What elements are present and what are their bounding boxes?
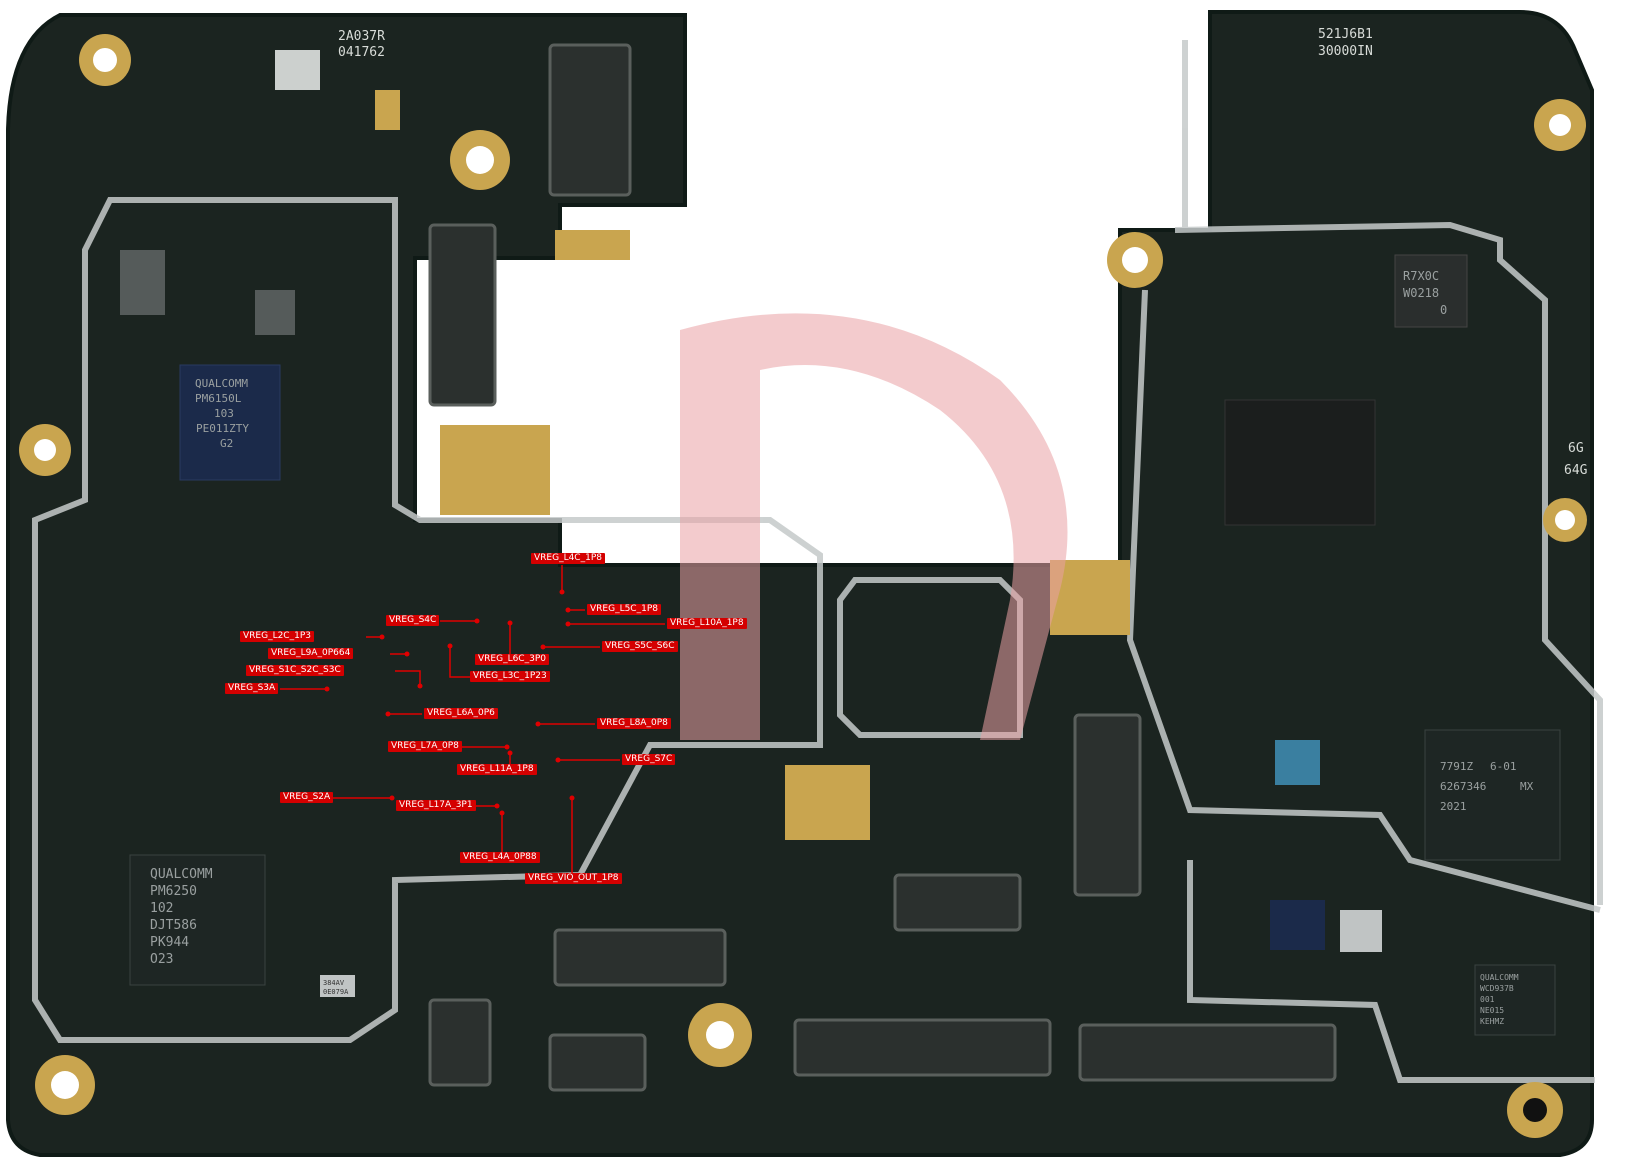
svg-text:102: 102 <box>150 901 173 916</box>
svg-text:DJT586: DJT586 <box>150 918 197 933</box>
integrated-circuits <box>120 50 1561 1036</box>
rail-label: VREG_S3A <box>225 683 279 694</box>
svg-text:QUALCOMM: QUALCOMM <box>150 867 213 882</box>
svg-text:2A037R: 2A037R <box>338 29 385 44</box>
shield-frames <box>32 40 1603 1083</box>
svg-text:O23: O23 <box>150 952 173 967</box>
rail-label: VREG_L10A_1P8 <box>667 618 747 629</box>
svg-text:W0218: W0218 <box>1403 286 1439 300</box>
svg-text:NE015: NE015 <box>1480 1006 1504 1015</box>
svg-text:521J6B1: 521J6B1 <box>1318 27 1373 42</box>
transceiver-marking: 7791Z 6-01 6267346 MX 2021 <box>1440 760 1534 813</box>
rail-label: VREG_VIO_OUT_1P8 <box>525 873 622 884</box>
svg-text:001: 001 <box>1480 995 1495 1004</box>
svg-text:QUALCOMM: QUALCOMM <box>195 377 248 390</box>
svg-text:PM6250: PM6250 <box>150 884 197 899</box>
svg-text:103: 103 <box>214 407 234 420</box>
silkscreen-text: 2A037R 041762 521J6B1 30000IN 6G 64G <box>338 27 1588 478</box>
rail-label: VREG_L6A_0P6 <box>424 708 498 719</box>
watermark-logo <box>680 313 1068 740</box>
rail-label: VREG_S5C_S6C <box>602 641 678 652</box>
pmic-bottom-marking: QUALCOMM PM6250 102 DJT586 PK944 O23 <box>150 867 213 967</box>
rail-label: VREG_L2C_1P3 <box>240 631 314 642</box>
rf-chip-marking: R7X0C W0218 0 <box>1403 269 1447 317</box>
pmic-top-marking: QUALCOMM PM6150L 103 PE011ZTY G2 <box>195 377 249 450</box>
rail-label: VREG_S7C <box>622 754 676 765</box>
svg-text:PM6150L: PM6150L <box>195 392 242 405</box>
rail-label: VREG_L5C_1P8 <box>587 604 661 615</box>
svg-text:R7X0C: R7X0C <box>1403 269 1439 283</box>
qualcomm-small-marking: QUALCOMM WCD937B 001 NE015 KEHMZ <box>1480 973 1519 1026</box>
rail-label: VREG_L9A_0P664 <box>268 648 354 659</box>
svg-text:6G: 6G <box>1568 441 1584 456</box>
svg-text:QUALCOMM: QUALCOMM <box>1480 973 1519 982</box>
rail-label: VREG_S2A <box>280 792 334 803</box>
svg-text:MX: MX <box>1520 780 1534 793</box>
svg-text:0: 0 <box>1440 303 1447 317</box>
copper-pads <box>440 230 1130 840</box>
rail-label: VREG_L3C_1P23 <box>470 671 550 682</box>
svg-text:30000IN: 30000IN <box>1318 44 1373 59</box>
svg-text:384AV: 384AV <box>323 979 345 987</box>
svg-text:6267346: 6267346 <box>1440 780 1486 793</box>
rail-label: VREG_L8A_0P8 <box>597 718 671 729</box>
board-connectors <box>428 43 1337 1092</box>
svg-text:PE011ZTY: PE011ZTY <box>196 422 249 435</box>
crystal-marking: 384AV 0E079A <box>323 979 349 996</box>
svg-text:2021: 2021 <box>1440 800 1467 813</box>
mounting-holes <box>19 34 1587 1138</box>
svg-text:KEHMZ: KEHMZ <box>1480 1017 1504 1026</box>
svg-text:G2: G2 <box>220 437 233 450</box>
rail-label: VREG_L11A_1P8 <box>457 764 537 775</box>
svg-text:PK944: PK944 <box>150 935 189 950</box>
rail-label: VREG_L6C_3P0 <box>475 654 549 665</box>
svg-text:WCD937B: WCD937B <box>1480 984 1514 993</box>
rail-label: VREG_S1C_S2C_S3C <box>246 665 344 676</box>
pcb-substrate <box>6 10 1594 1157</box>
rail-label: VREG_S4C <box>386 615 440 626</box>
rail-label: VREG_L4C_1P8 <box>531 553 605 564</box>
svg-text:64G: 64G <box>1564 463 1588 478</box>
test-points <box>324 589 575 816</box>
rail-label: VREG_L7A_0P8 <box>388 741 462 752</box>
svg-text:041762: 041762 <box>338 45 385 60</box>
rail-label: VREG_L4A_0P88 <box>460 852 540 863</box>
svg-text:7791Z: 7791Z <box>1440 760 1473 773</box>
svg-text:0E079A: 0E079A <box>323 988 349 996</box>
rail-label: VREG_L17A_3P1 <box>396 800 476 811</box>
svg-text:6-01: 6-01 <box>1490 760 1517 773</box>
